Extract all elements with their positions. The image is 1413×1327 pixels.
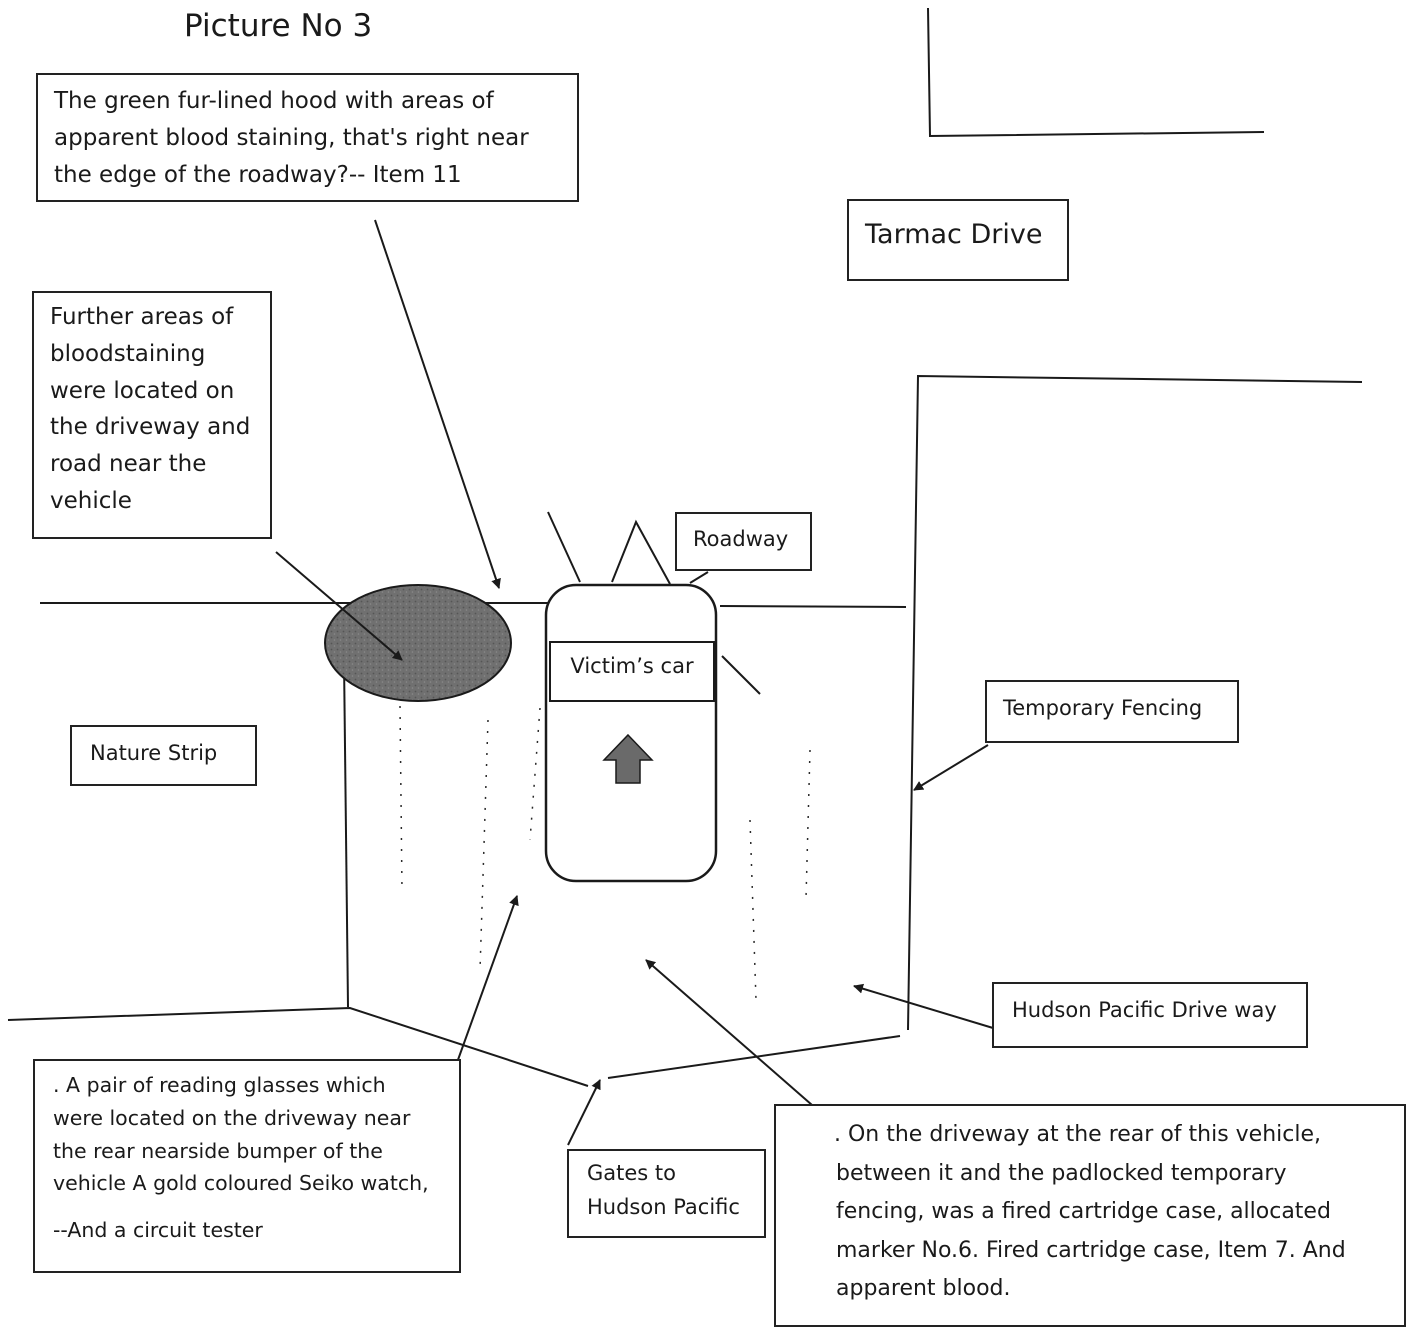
view-line bbox=[547, 511, 581, 583]
roadway-label: Roadway bbox=[675, 512, 812, 571]
temporary-fencing-label: Temporary Fencing bbox=[985, 680, 1239, 743]
victims-car-label-box bbox=[549, 641, 715, 702]
hood-label: The green fur-lined hood with areas of a… bbox=[36, 73, 579, 202]
roadway-edge-right bbox=[719, 605, 907, 608]
victims-car-body bbox=[544, 583, 718, 883]
building-outline bbox=[927, 7, 1265, 138]
hudson-pacific-driveway-label: Hudson Pacific Drive way bbox=[992, 982, 1308, 1048]
temporary-fencing-line bbox=[907, 374, 1363, 1031]
blood-stain bbox=[324, 584, 512, 702]
nature-strip-label: Nature Strip bbox=[70, 725, 257, 786]
gates-label: Gates to Hudson Pacific bbox=[567, 1149, 766, 1238]
tarmac-drive-label: Tarmac Drive bbox=[847, 199, 1069, 281]
reading-glasses-label: . A pair of reading glasses which were l… bbox=[33, 1059, 461, 1273]
victims-car-label: Victim’s car bbox=[570, 654, 694, 678]
fencing-pointer-arrow bbox=[913, 744, 989, 791]
page-title: Picture No 3 bbox=[184, 8, 373, 44]
driveway-left-edge bbox=[343, 659, 349, 1008]
cartridge-case-label: . On the driveway at the rear of this ve… bbox=[774, 1104, 1406, 1327]
cartridge-pointer-arrow bbox=[645, 959, 821, 1113]
roadway-pointer bbox=[689, 571, 709, 584]
hood-pointer-arrow bbox=[374, 219, 501, 589]
gate-line bbox=[607, 1035, 901, 1079]
view-line bbox=[721, 655, 761, 695]
blood-drip-marks bbox=[399, 705, 811, 1001]
bloodstain-pointer-arrow bbox=[275, 551, 403, 661]
direction-arrow-icon bbox=[602, 733, 654, 784]
further-bloodstaining-label: Further areas of bloodstaining were loca… bbox=[32, 291, 272, 539]
driveway-bottom-edge bbox=[7, 1006, 589, 1087]
driveway-pointer-arrow bbox=[853, 983, 994, 1029]
view-line bbox=[611, 519, 671, 585]
gates-pointer-arrow bbox=[567, 1079, 601, 1146]
glasses-pointer-arrow bbox=[449, 895, 519, 1083]
